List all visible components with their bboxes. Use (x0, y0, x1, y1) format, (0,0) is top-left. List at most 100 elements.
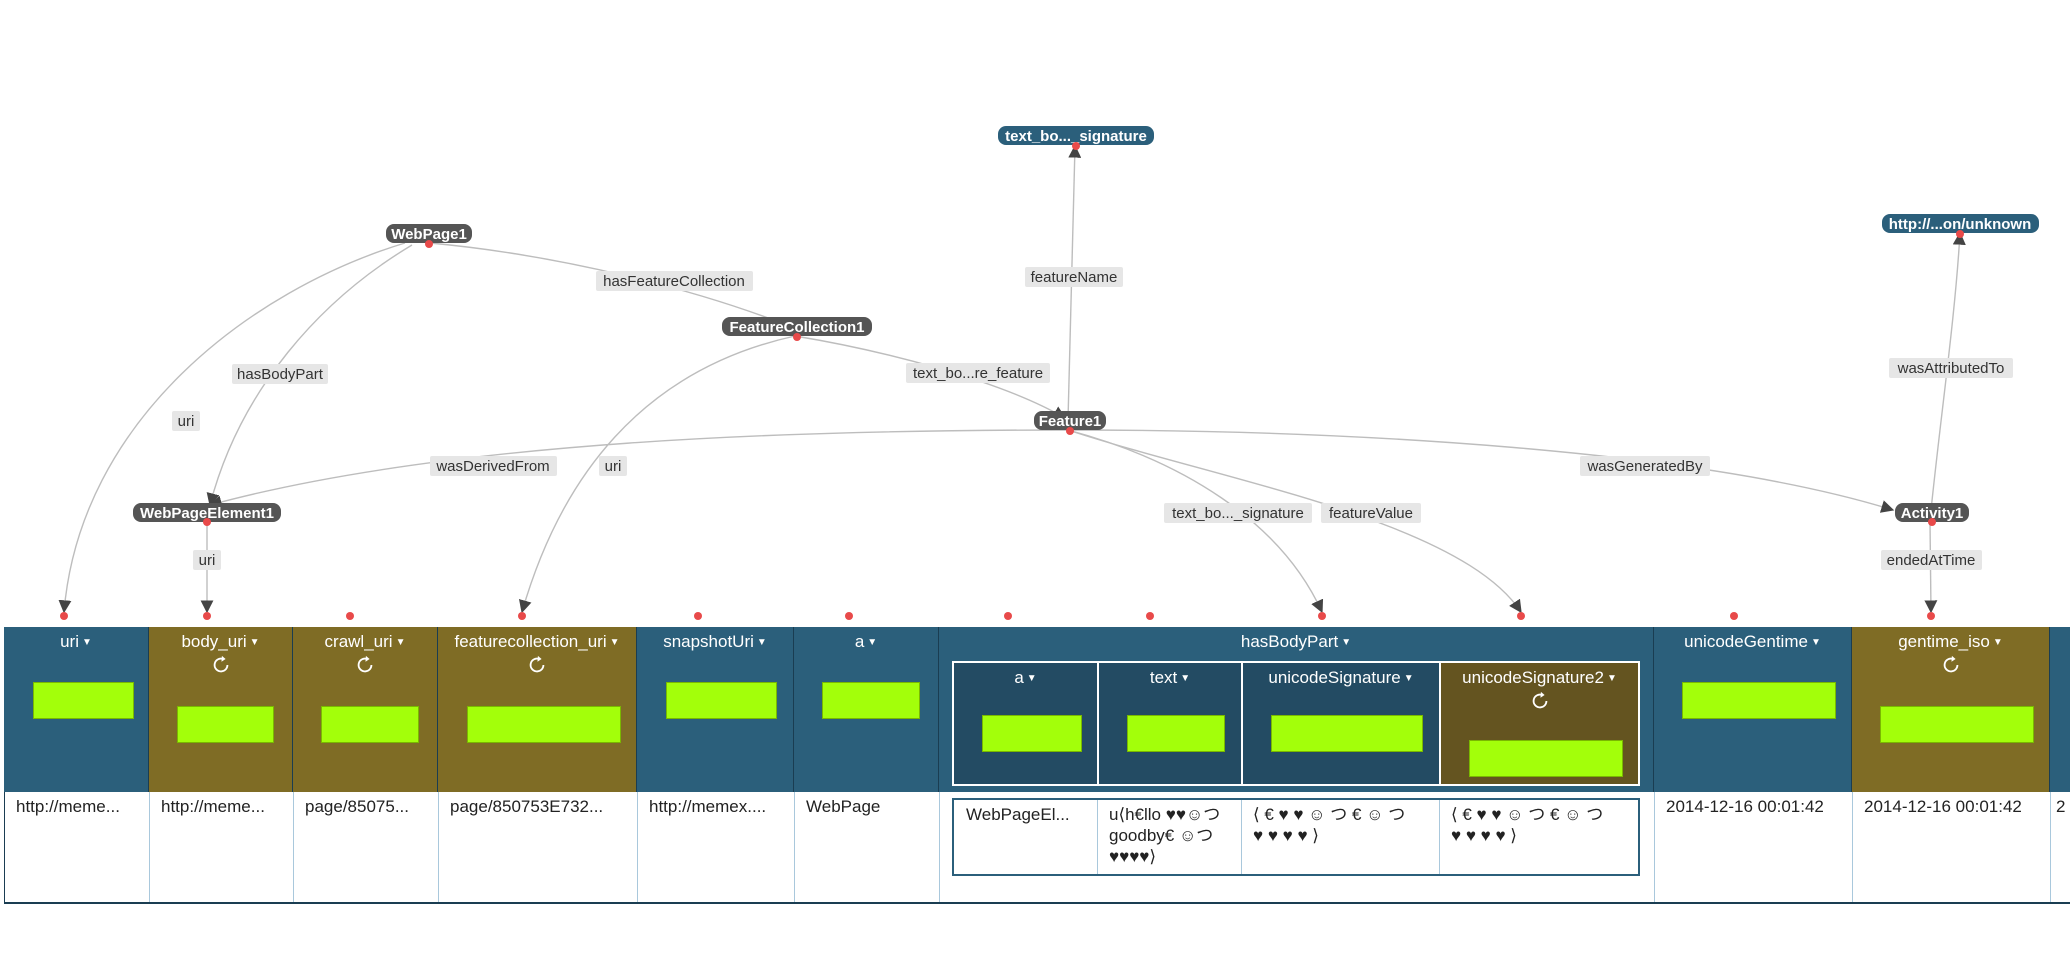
subcolumn-unicodesignature2-title: unicodeSignature2 (1462, 668, 1604, 687)
cell-unicodegentime: 2014-12-16 00:01:42 (1666, 797, 1824, 816)
dropdown-caret-icon[interactable]: ▼ (249, 637, 260, 649)
svg-text:WebPageElement1: WebPageElement1 (140, 505, 274, 522)
column-crawl-uri[interactable]: crawl_uri▼ (293, 627, 438, 792)
column-uri-title: uri (60, 632, 79, 651)
data-table: uri▼ body_uri▼ crawl_uri▼ featurecollect… (4, 627, 2070, 905)
node-webpageelement1[interactable]: WebPageElement1 (133, 503, 281, 522)
column-unicodegentime[interactable]: unicodeGentime▼ (1654, 627, 1852, 792)
dropdown-caret-icon[interactable]: ▼ (867, 637, 878, 649)
column-gentime-iso[interactable]: gentime_iso▼ (1852, 627, 2050, 792)
edge-uri-featurecollection[interactable] (518, 335, 796, 614)
hasbodypart-subtable-header: a▼ text▼ unicodeSignature▼ unicodeSignat… (952, 661, 1640, 786)
dropdown-caret-icon[interactable]: ▼ (756, 637, 767, 649)
refresh-icon[interactable] (526, 654, 548, 676)
edge-label-uri-featurecollection[interactable]: uri (599, 456, 627, 476)
edge-label-featurevalue[interactable]: featureValue (1321, 503, 1421, 523)
column-hasbodypart[interactable]: hasBodyPart▼ a▼ text▼ unicodeSignature▼ … (939, 627, 1654, 792)
column-hasbodypart-title: hasBodyPart (1240, 632, 1339, 651)
edge-wasderivedfrom[interactable] (208, 429, 1069, 509)
dropdown-caret-icon[interactable]: ▼ (1403, 673, 1414, 685)
edge-label-uri-webpage[interactable]: uri (172, 411, 200, 431)
node-webpage1[interactable]: WebPage1 (386, 224, 472, 243)
edge-label-wasderivedfrom[interactable]: wasDerivedFrom (430, 456, 557, 476)
refresh-icon[interactable] (1940, 654, 1962, 676)
column-snapshoturi[interactable]: snapshotUri▼ (637, 627, 794, 792)
hasbodypart-subtable-row[interactable]: WebPageEl... u⟨h€llo ♥♥☺つ goodby€ ☺つ ♥♥♥… (952, 798, 1640, 876)
column-snapshoturi-title: snapshotUri (663, 632, 754, 651)
refresh-icon[interactable] (1529, 690, 1551, 712)
cell-crawl-uri: page/85075... (305, 797, 409, 816)
dropdown-caret-icon[interactable]: ▼ (1026, 673, 1037, 685)
edge-label-endedattime[interactable]: endedAtTime (1881, 550, 1982, 570)
edge-label-textsignature[interactable]: text_bo..._signature (1164, 503, 1312, 523)
node-featurecollection1[interactable]: FeatureCollection1 (722, 317, 872, 336)
subcolumn-text-title: text (1149, 668, 1178, 687)
subcolumn-a-input-field[interactable] (982, 715, 1082, 752)
column-body-uri-input-field[interactable] (177, 706, 274, 743)
edge-wasgeneratedby[interactable] (1067, 429, 1895, 513)
subcell-text: u⟨h€llo ♥♥☺つ goodby€ ☺つ ♥♥♥♥⟩ (1109, 805, 1221, 866)
column-unicodegentime-title: unicodeGentime (1684, 632, 1808, 651)
column-overflow[interactable] (2050, 627, 2070, 792)
svg-text:uri: uri (199, 552, 216, 569)
subcell-a: WebPageEl... (966, 805, 1070, 824)
node-unknown-uri[interactable]: http://...on/unknown (1882, 214, 2039, 233)
dropdown-caret-icon[interactable]: ▼ (1180, 673, 1191, 685)
dropdown-caret-icon[interactable]: ▼ (1992, 637, 2003, 649)
column-featurecollection-uri-title: featurecollection_uri (454, 632, 607, 651)
dropdown-caret-icon[interactable]: ▼ (1810, 637, 1821, 649)
column-featurecollection-uri[interactable]: featurecollection_uri▼ (438, 627, 637, 792)
column-a-title: a (854, 632, 865, 651)
cell-uri: http://meme... (16, 797, 120, 816)
edge-label-hasbodypart[interactable]: hasBodyPart (232, 364, 328, 384)
edge-label-featurename[interactable]: featureName (1025, 267, 1123, 287)
dropdown-caret-icon[interactable]: ▼ (1606, 673, 1617, 685)
subcolumn-text[interactable]: text▼ (1099, 663, 1243, 784)
svg-text:uri: uri (178, 413, 195, 430)
edge-label-wasattributedto[interactable]: wasAttributedTo (1889, 358, 2013, 378)
column-uri-input-field[interactable] (33, 682, 134, 719)
column-crawl-uri-input-field[interactable] (321, 706, 419, 743)
subcolumn-unicodesignature-input-field[interactable] (1271, 715, 1423, 752)
subcell-unicodesignature2: ⟨ € ♥ ♥ ☺ つ € ☺ つ ♥ ♥ ♥ ♥ ⟩ (1451, 805, 1604, 845)
dropdown-caret-icon[interactable]: ▼ (609, 637, 620, 649)
edge-label-uri-webpageelement[interactable]: uri (193, 550, 221, 570)
svg-text:uri: uri (605, 458, 622, 475)
table-row[interactable]: http://meme... http://meme... page/85075… (4, 792, 2070, 902)
refresh-icon[interactable] (210, 654, 232, 676)
column-a-input-field[interactable] (822, 682, 920, 719)
edge-label-textfeature[interactable]: text_bo...re_feature (906, 363, 1050, 383)
subcolumn-text-input-field[interactable] (1127, 715, 1225, 752)
column-featurecollection-uri-input-field[interactable] (467, 706, 621, 743)
column-gentime-iso-input-field[interactable] (1880, 706, 2034, 743)
dropdown-caret-icon[interactable]: ▼ (395, 637, 406, 649)
svg-text:Feature1: Feature1 (1039, 413, 1102, 430)
edge-label-wasgeneratedby[interactable]: wasGeneratedBy (1580, 456, 1710, 476)
refresh-icon[interactable] (354, 654, 376, 676)
dropdown-caret-icon[interactable]: ▼ (1341, 637, 1352, 649)
svg-text:hasFeatureCollection: hasFeatureCollection (603, 273, 745, 290)
subcolumn-unicodesignature2[interactable]: unicodeSignature2▼ (1441, 663, 1638, 784)
column-body-uri-title: body_uri (181, 632, 247, 651)
edge-uri-webpage[interactable] (58, 242, 406, 614)
column-snapshoturi-input-field[interactable] (666, 682, 777, 719)
svg-text:text_bo..._signature: text_bo..._signature (1005, 128, 1147, 145)
subcolumn-a[interactable]: a▼ (954, 663, 1099, 784)
node-activity1[interactable]: Activity1 (1895, 503, 1969, 522)
dropdown-caret-icon[interactable]: ▼ (82, 637, 92, 649)
column-a[interactable]: a▼ (794, 627, 939, 792)
subcolumn-unicodesignature-title: unicodeSignature (1268, 668, 1401, 687)
svg-text:wasDerivedFrom: wasDerivedFrom (435, 458, 549, 475)
cell-featurecollection-uri: page/850753E732... (450, 797, 604, 816)
edge-hasbodypart[interactable] (206, 244, 413, 507)
column-body-uri[interactable]: body_uri▼ (149, 627, 293, 792)
subcolumn-unicodesignature2-input-field[interactable] (1469, 740, 1623, 777)
column-uri[interactable]: uri▼ (4, 627, 149, 792)
subcolumn-unicodesignature[interactable]: unicodeSignature▼ (1243, 663, 1441, 784)
svg-text:featureValue: featureValue (1329, 505, 1413, 522)
node-feature1[interactable]: Feature1 (1034, 411, 1106, 430)
column-unicodegentime-input-field[interactable] (1682, 682, 1836, 719)
edge-label-hasfeaturecollection[interactable]: hasFeatureCollection (596, 271, 753, 291)
node-text-signature[interactable]: text_bo..._signature (998, 126, 1154, 145)
